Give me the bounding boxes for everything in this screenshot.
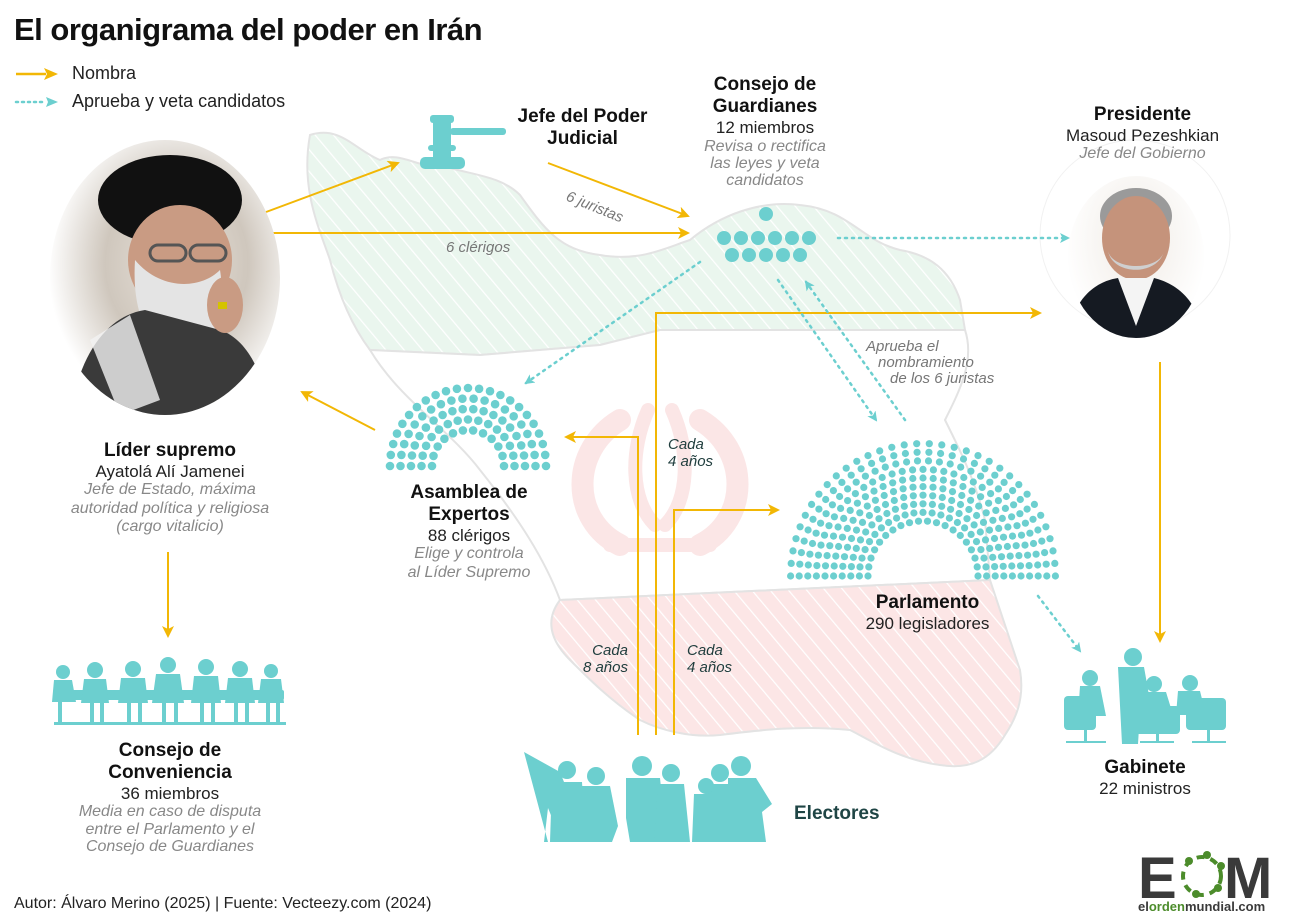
- eom-logo: E M: [1138, 846, 1272, 911]
- every4-president-line-2: 4 años: [668, 453, 714, 471]
- node-assembly-experts: Asamblea de Expertos 88 clérigos Elige y…: [384, 482, 554, 582]
- every8-assembly-line-1: Cada: [592, 642, 628, 659]
- svg-text:E: E: [1138, 846, 1177, 911]
- expediency-desc-1: Media en caso de disputa: [78, 803, 262, 821]
- logo-part-com: .com: [1234, 899, 1266, 914]
- node-voters: Electores: [794, 803, 880, 824]
- node-expediency-council: Consejo de Conveniencia 36 miembros Medi…: [50, 740, 290, 856]
- logo-site-url: elordenmundial.com: [1138, 899, 1265, 914]
- every4-president-line-1: Cada: [668, 436, 704, 453]
- parliament-title: Parlamento: [875, 592, 980, 613]
- president-name: Masoud Pezeshkian: [1065, 125, 1220, 145]
- edge-label-every8-assembly: Cada 8 años: [582, 642, 628, 677]
- edge-label-every4-president: Cada 4 años: [668, 436, 713, 471]
- node-judiciary: Jefe del Poder Judicial: [500, 106, 665, 150]
- footer-credit: Autor: Álvaro Merino (2025) | Fuente: Ve…: [14, 895, 432, 912]
- every4-parliament-line-2: 4 años: [687, 659, 733, 677]
- leader-desc-1: Jefe de Estado, máxima: [84, 481, 256, 499]
- assembly-seats-icon: [385, 383, 551, 471]
- supreme-leader-photo: [50, 140, 280, 415]
- cabinet-count: 22 ministros: [1099, 778, 1191, 798]
- legend-label: Nombra: [72, 63, 137, 83]
- iran-emblem: [571, 403, 749, 556]
- every4-parliament-line-1: Cada: [687, 642, 723, 659]
- approves-jurists-line-2: nombramiento: [878, 353, 974, 371]
- assembly-title-1: Asamblea de: [410, 482, 528, 503]
- assembly-count: 88 clérigos: [427, 525, 511, 545]
- leader-name: Ayatolá Alí Jamenei: [95, 461, 245, 481]
- judiciary-title-1: Jefe del Poder: [517, 106, 648, 127]
- guardians-desc-1: Revisa o rectifica: [704, 138, 826, 156]
- expediency-desc-3: Consejo de Guardianes: [85, 838, 255, 856]
- guardians-title-2: Guardianes: [712, 95, 818, 117]
- approves-arrows: [524, 233, 1082, 653]
- edge-label-every4-parliament: Cada 4 años: [687, 642, 732, 677]
- expediency-count: 36 miembros: [120, 783, 220, 803]
- logo-part-orden: orden: [1148, 899, 1185, 914]
- guardians-title-1: Consejo de: [713, 74, 817, 95]
- every8-assembly-line-2: 8 años: [582, 659, 628, 677]
- node-supreme-leader: Líder supremo Ayatolá Alí Jamenei Jefe d…: [40, 440, 300, 537]
- cabinet-title: Gabinete: [1104, 757, 1186, 778]
- node-president: Presidente Masoud Pezeshkian Jefe del Go…: [1050, 104, 1235, 164]
- president-title: Presidente: [1093, 104, 1192, 125]
- edge-label-approves-jurists: Aprueba el nombramiento de los 6 jurista…: [866, 339, 994, 386]
- guardians-desc-3: candidatos: [726, 171, 804, 189]
- approves-jurists-line-1: Aprueba el: [866, 338, 939, 355]
- guardians-count: 12 miembros: [715, 117, 815, 137]
- map-red-region: [550, 578, 1023, 768]
- map-green-region: [306, 131, 967, 357]
- guardians-seats-icon: [717, 207, 816, 262]
- expediency-council-icon: [52, 657, 286, 725]
- iran-map: [306, 131, 1023, 768]
- parliament-count: 290 legisladores: [865, 613, 990, 633]
- leader-desc-2: autoridad política y religiosa: [70, 499, 270, 517]
- voters-icon: [524, 752, 772, 842]
- assembly-desc-1: Elige y controla: [414, 545, 524, 563]
- parliament-seats-icon: [787, 440, 1059, 580]
- approves-jurists-line-3: de los 6 juristas: [890, 369, 995, 387]
- gavel-icon: [420, 115, 506, 169]
- leader-desc-3: (cargo vitalicio): [116, 518, 224, 536]
- logo-part-el: el: [1138, 899, 1149, 914]
- edge-label-clerigos: 6 clérigos: [446, 239, 511, 256]
- solid-arrow-icon: [16, 67, 58, 80]
- cabinet-icon: [1064, 648, 1226, 744]
- judiciary-title-2: Judicial: [547, 127, 618, 149]
- president-desc: Jefe del Gobierno: [1079, 145, 1206, 163]
- leader-title: Líder supremo: [104, 440, 236, 461]
- expediency-title-2: Conveniencia: [108, 761, 232, 783]
- node-parliament: Parlamento 290 legisladores: [840, 592, 1015, 633]
- page-title: El organigrama del poder en Irán: [14, 12, 483, 47]
- node-cabinet: Gabinete 22 ministros: [1075, 757, 1215, 798]
- expediency-desc-2: entre el Parlamento y el: [85, 820, 255, 838]
- legend-item-appoints: Nombra: [14, 63, 136, 84]
- president-portrait-icon: [1068, 188, 1204, 338]
- dotted-arrow-icon: [14, 96, 58, 107]
- president-photo: [1068, 176, 1204, 338]
- guardians-desc-2: las leyes y veta: [710, 155, 820, 173]
- svg-text:M: M: [1224, 846, 1272, 911]
- logo-part-mundial: mundial: [1184, 899, 1235, 914]
- legend-item-approves: Aprueba y veta candidatos: [14, 91, 285, 112]
- legend-label: Aprueba y veta candidatos: [72, 91, 286, 111]
- node-guardians: Consejo de Guardianes 12 miembros Revisa…: [680, 74, 850, 190]
- supreme-leader-portrait-icon: [70, 155, 270, 415]
- appoints-arrows: [162, 160, 1166, 735]
- expediency-title-1: Consejo de: [118, 740, 222, 761]
- assembly-title-2: Expertos: [428, 503, 510, 525]
- assembly-desc-2: al Líder Supremo: [407, 563, 531, 581]
